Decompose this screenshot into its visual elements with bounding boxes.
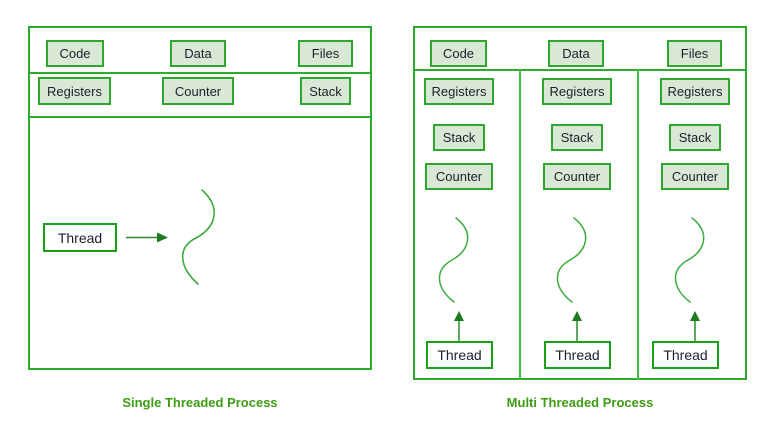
cell-registers-col2: Registers — [542, 78, 612, 105]
cell-label: Files — [680, 46, 709, 61]
cell-label: Stack — [442, 130, 476, 145]
cell-label: Code — [59, 46, 91, 61]
cell-label: Stack — [678, 130, 712, 145]
cell-stack-col2: Stack — [551, 124, 603, 151]
cell-label: Data — [184, 46, 212, 61]
cell-label: Registers — [47, 83, 102, 99]
cell-counter-col2: Counter — [543, 163, 611, 190]
cell-label: Counter — [435, 169, 483, 184]
cell-label: Data — [562, 46, 590, 61]
thread-label: Thread — [57, 229, 103, 246]
cell-code: Code — [430, 40, 487, 67]
cell-files: Files — [667, 40, 722, 67]
cell-label: Registers — [667, 84, 723, 99]
thread-box-col3: Thread — [652, 341, 719, 369]
cell-counter-col1: Counter — [425, 163, 493, 190]
divider-column-1 — [519, 69, 521, 380]
cell-label: Code — [442, 46, 475, 61]
divider-registers — [28, 116, 372, 118]
cell-stack-col3: Stack — [669, 124, 721, 151]
caption-text: Single Threaded Process — [122, 395, 278, 410]
cell-files: Files — [298, 40, 353, 67]
thread-box-single: Thread — [43, 223, 117, 252]
cell-data: Data — [170, 40, 226, 67]
cell-stack-col1: Stack — [433, 124, 485, 151]
divider-resources — [28, 72, 372, 74]
cell-label: Stack — [309, 83, 342, 99]
cell-counter-col3: Counter — [661, 163, 729, 190]
thread-label: Thread — [663, 347, 708, 363]
caption-text: Multi Threaded Process — [506, 395, 654, 410]
cell-label: Counter — [671, 169, 719, 184]
cell-stack: Stack — [300, 77, 351, 105]
cell-label: Registers — [549, 84, 605, 99]
divider-resources — [413, 69, 747, 71]
caption-multi-threaded: Multi Threaded Process — [413, 396, 747, 409]
thread-box-col1: Thread — [426, 341, 493, 369]
cell-label: Registers — [431, 84, 487, 99]
thread-box-col2: Thread — [544, 341, 611, 369]
cell-label: Counter — [174, 83, 222, 99]
cell-registers: Registers — [38, 77, 111, 105]
cell-label: Stack — [560, 130, 594, 145]
caption-single-threaded: Single Threaded Process — [28, 396, 372, 409]
cell-registers-col3: Registers — [660, 78, 730, 105]
cell-registers-col1: Registers — [424, 78, 494, 105]
thread-label: Thread — [437, 347, 482, 363]
cell-counter: Counter — [162, 77, 234, 105]
cell-data: Data — [548, 40, 604, 67]
cell-label: Files — [311, 46, 340, 61]
cell-code: Code — [46, 40, 104, 67]
cell-label: Counter — [553, 169, 601, 184]
thread-label: Thread — [555, 347, 600, 363]
divider-column-2 — [637, 69, 639, 380]
